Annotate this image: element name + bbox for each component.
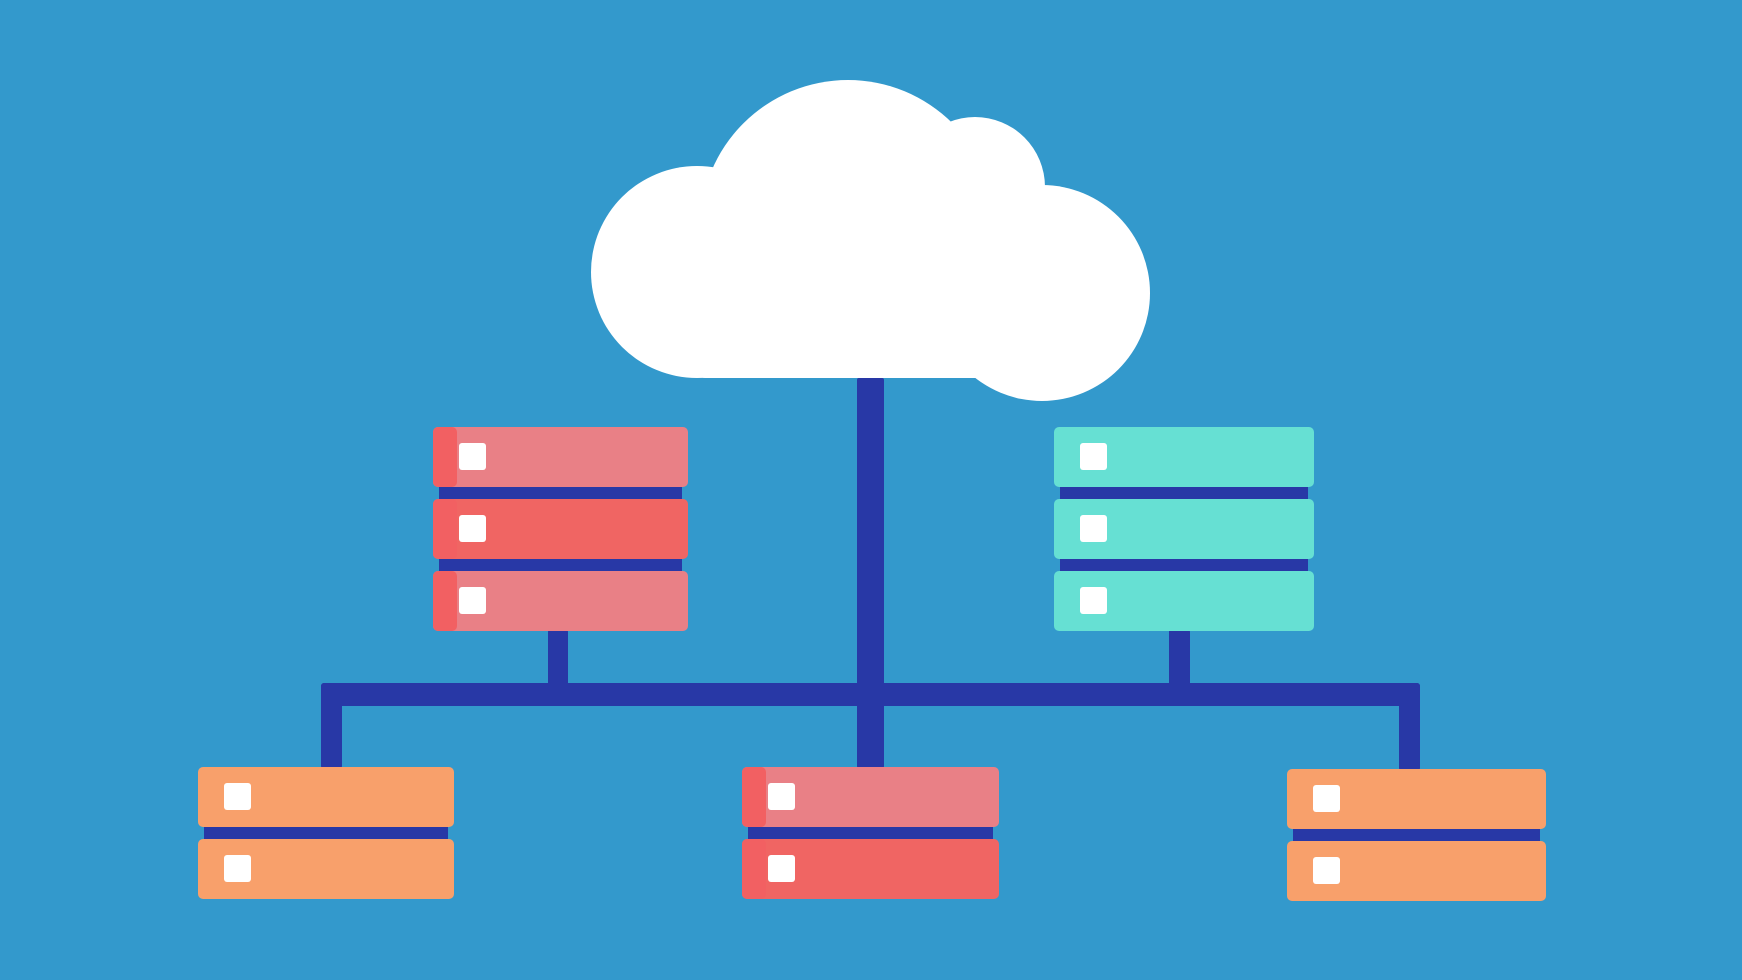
server-unit-body — [1287, 841, 1546, 901]
server-unit — [1054, 499, 1314, 559]
server-divider — [1293, 829, 1540, 841]
cloud-icon — [591, 80, 1150, 401]
status-light-icon — [768, 855, 795, 882]
network-connectors — [321, 378, 1420, 771]
server-unit-edge — [433, 499, 457, 559]
connector-cloud-trunk — [857, 378, 884, 768]
connector-riser-top-left — [548, 630, 568, 690]
server-unit-edge — [433, 427, 457, 487]
status-light-icon — [768, 783, 795, 810]
connector-drop-left — [321, 683, 342, 769]
server-top-right — [1054, 427, 1314, 631]
connector-drop-right — [1399, 683, 1420, 771]
connector-riser-top-right — [1169, 630, 1190, 690]
server-bottom-right — [1287, 769, 1546, 901]
server-divider — [1060, 559, 1308, 571]
server-unit-body — [742, 839, 999, 899]
status-light-icon — [224, 855, 251, 882]
server-unit-body — [433, 427, 688, 487]
server-divider — [439, 487, 682, 499]
server-top-left — [433, 427, 688, 631]
server-divider — [748, 827, 993, 839]
server-unit — [433, 427, 688, 487]
server-unit-edge — [742, 767, 766, 827]
status-light-icon — [224, 783, 251, 810]
server-unit — [198, 839, 454, 899]
server-unit-body — [1287, 769, 1546, 829]
server-unit — [433, 499, 688, 559]
server-unit-body — [433, 571, 688, 631]
status-light-icon — [1313, 785, 1340, 812]
server-unit-body — [198, 839, 454, 899]
server-unit — [1054, 571, 1314, 631]
status-light-icon — [1313, 857, 1340, 884]
server-unit-body — [742, 767, 999, 827]
server-unit-edge — [742, 839, 766, 899]
server-unit-body — [433, 499, 688, 559]
status-light-icon — [459, 443, 486, 470]
connector-horizontal-bus — [321, 683, 1420, 706]
server-unit-body — [1054, 499, 1314, 559]
server-unit — [1287, 841, 1546, 901]
server-unit — [1287, 769, 1546, 829]
server-unit-edge — [433, 571, 457, 631]
status-light-icon — [459, 515, 486, 542]
server-unit — [742, 767, 999, 827]
server-bottom-left — [198, 767, 454, 899]
server-divider — [439, 559, 682, 571]
status-light-icon — [459, 587, 486, 614]
server-bottom-center — [742, 767, 999, 899]
server-unit — [433, 571, 688, 631]
server-unit-body — [198, 767, 454, 827]
server-unit-body — [1054, 571, 1314, 631]
status-light-icon — [1080, 515, 1107, 542]
server-unit — [1054, 427, 1314, 487]
status-light-icon — [1080, 443, 1107, 470]
server-divider — [1060, 487, 1308, 499]
status-light-icon — [1080, 587, 1107, 614]
server-unit-body — [1054, 427, 1314, 487]
server-unit — [742, 839, 999, 899]
server-unit — [198, 767, 454, 827]
server-divider — [204, 827, 448, 839]
